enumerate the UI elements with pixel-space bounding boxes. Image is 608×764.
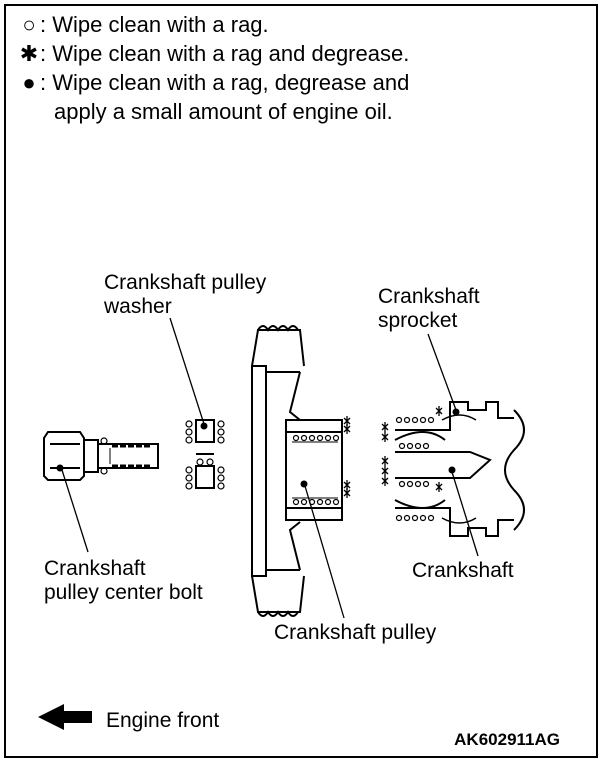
legend-item-degrease: ✱: Wipe clean with a rag and degrease. [18, 39, 410, 68]
legend: ○: Wipe clean with a rag. ✱: Wipe clean … [18, 10, 410, 126]
label-engine-front: Engine front [106, 709, 220, 732]
legend-text-wipe: : Wipe clean with a rag. [40, 12, 269, 37]
figure-frame [4, 4, 598, 758]
leader-lines [61, 317, 479, 619]
label-bolt-1: Crankshaft [44, 557, 146, 580]
label-washer-2: washer [104, 295, 172, 318]
legend-text-oil: : Wipe clean with a rag, degrease and [40, 70, 410, 95]
legend-text-oil-continuation: apply a small amount of engine oil. [54, 99, 393, 124]
label-sprocket-1: Crankshaft [378, 285, 480, 308]
left-arrow-icon [38, 704, 92, 730]
label-washer-1: Crankshaft pulley [104, 271, 267, 294]
circle-symbol-icon: ○ [22, 12, 36, 37]
legend-item-oil: ●: Wipe clean with a rag, degrease and [18, 68, 409, 97]
label-pulley: Crankshaft pulley [274, 621, 437, 644]
washer-drawing [185, 419, 225, 490]
dot-symbol-icon: ● [22, 70, 36, 95]
label-crankshaft: Crankshaft [412, 559, 514, 582]
label-bolt-2: pulley center bolt [44, 581, 203, 604]
crankshaft-drawing [381, 401, 525, 537]
center-bolt-drawing [43, 431, 159, 481]
pulley-drawing [251, 325, 351, 617]
legend-text-degrease: : Wipe clean with a rag and degrease. [40, 41, 410, 66]
asterisk-symbol-icon: ✱ [19, 41, 39, 66]
label-sprocket-2: sprocket [378, 309, 458, 332]
figure-code: AK602911AG [454, 730, 560, 749]
legend-item-wipe: ○: Wipe clean with a rag. [18, 10, 409, 39]
